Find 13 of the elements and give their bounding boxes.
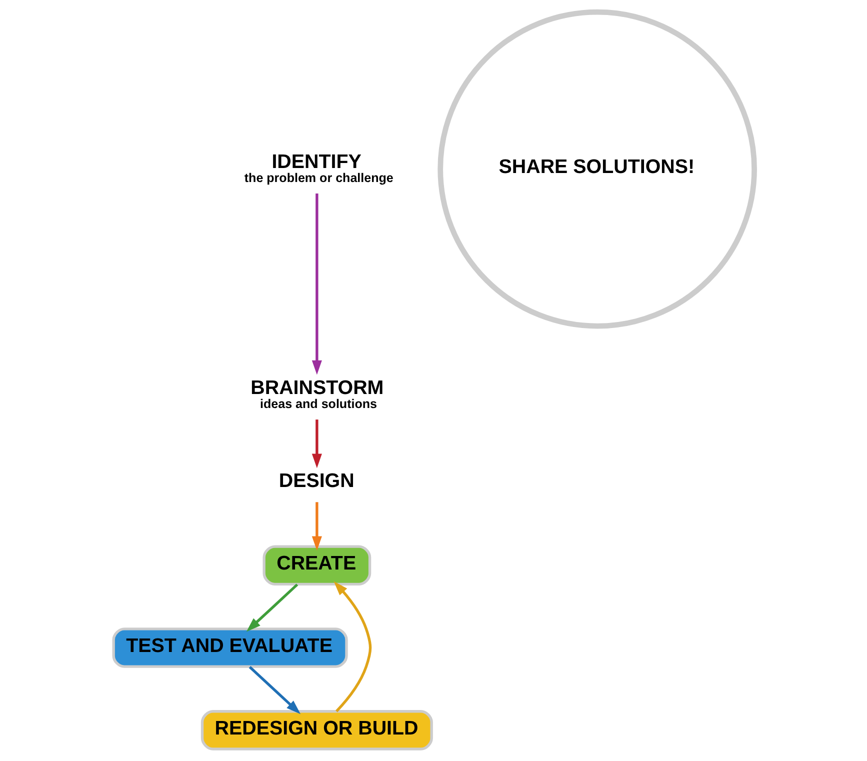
node-text: IDENTIFY the problem or challenge — [244, 150, 393, 185]
node-box: REDESIGN OR BUILD — [200, 710, 432, 750]
arrow — [311, 194, 322, 375]
arrow — [248, 666, 300, 714]
arrow — [333, 581, 372, 712]
node-text: BRAINSTORM ideas and solutions — [250, 376, 384, 411]
node-box: TEST AND EVALUATE — [112, 628, 348, 668]
node-text: DESIGN — [278, 470, 354, 492]
node-box: CREATE — [262, 545, 371, 586]
arrow — [311, 502, 322, 551]
arrow — [246, 584, 298, 632]
arrow — [311, 420, 322, 468]
node-circle: SHARE SOLUTIONS! — [437, 9, 756, 329]
